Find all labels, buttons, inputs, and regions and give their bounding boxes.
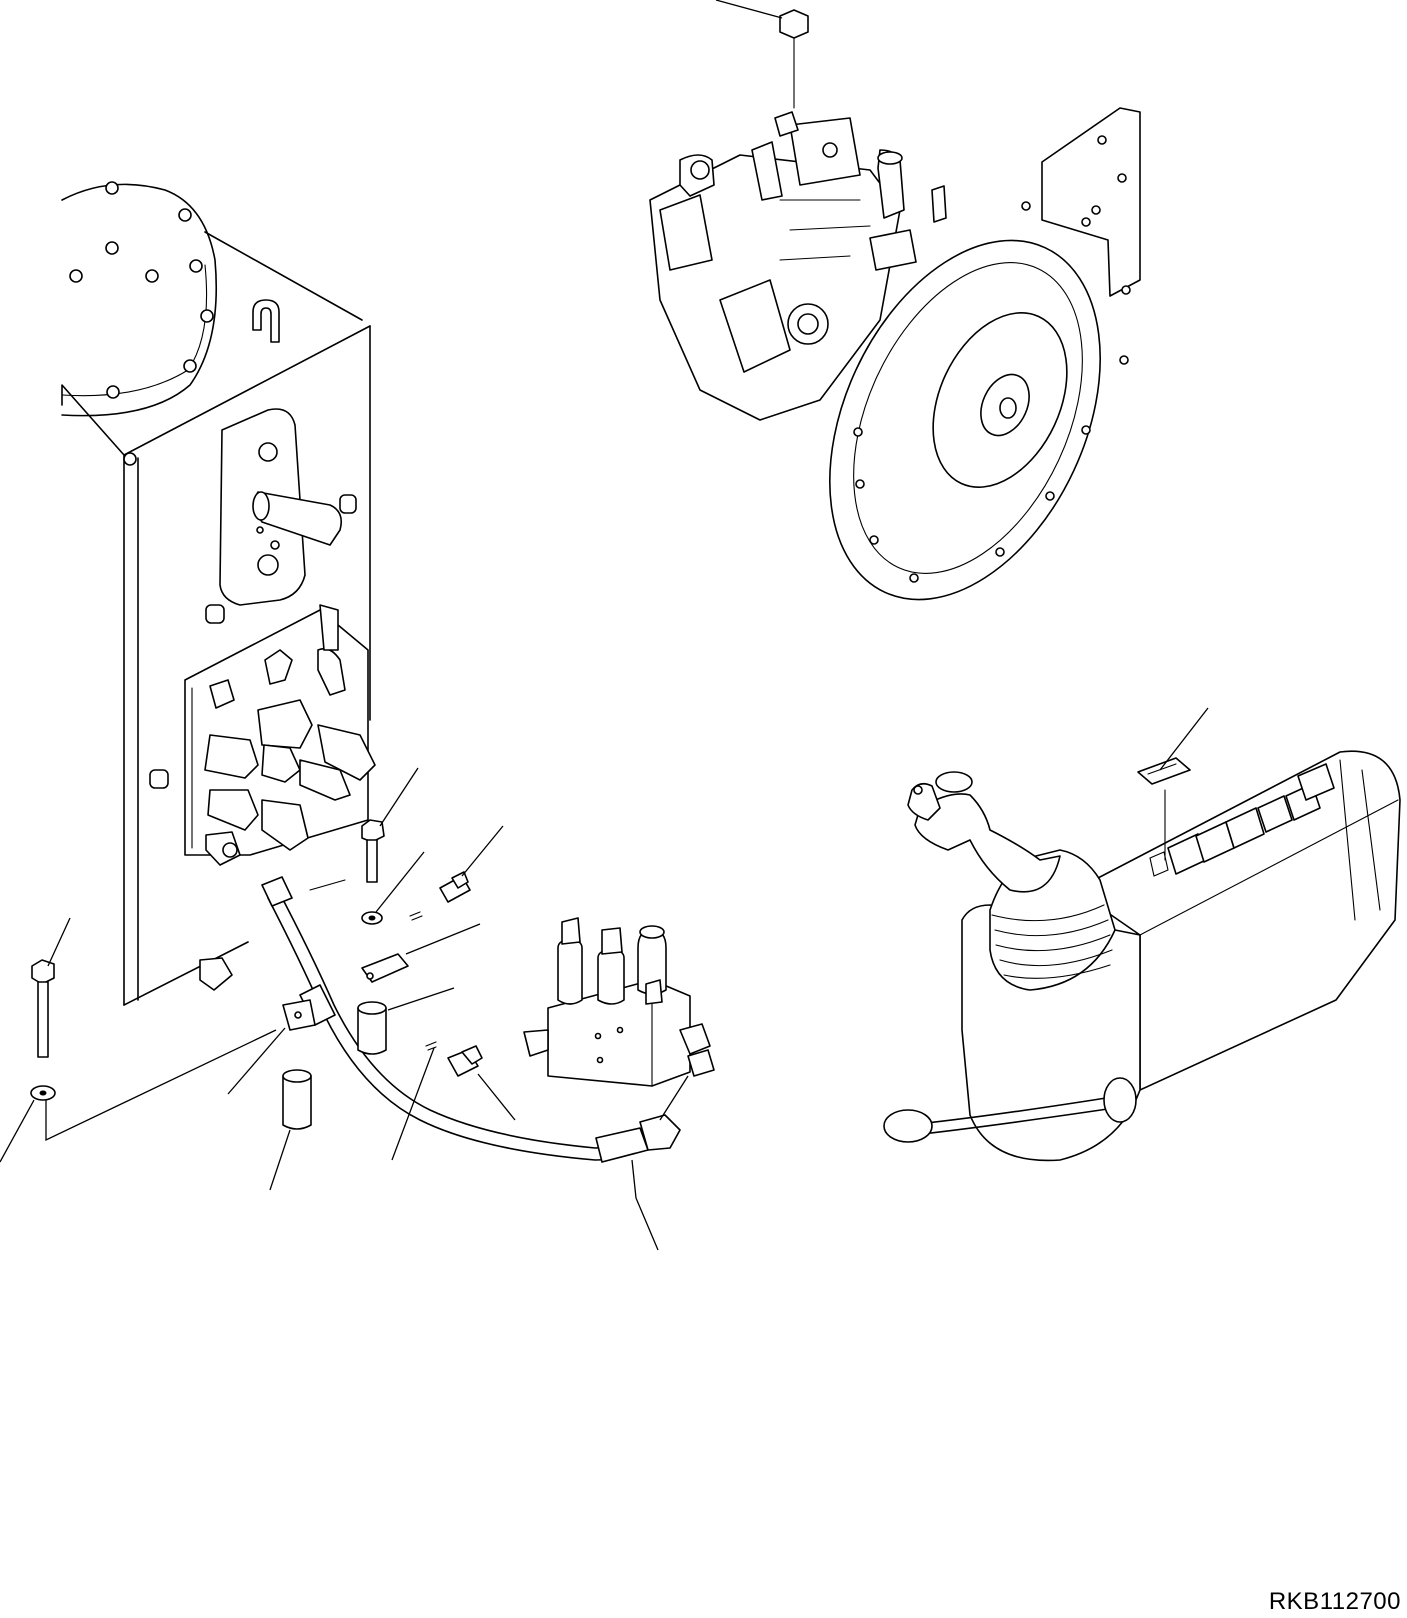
clamp-middle	[362, 954, 408, 982]
hydraulic-tank	[62, 182, 375, 1005]
hydraulic-pump-assembly	[650, 10, 1154, 643]
drawing-number: RKB112700	[1268, 1588, 1401, 1615]
bolt-left	[31, 960, 55, 1100]
tank-fittings	[205, 605, 375, 865]
switch-panel	[1150, 764, 1334, 876]
connectors	[410, 872, 482, 1076]
spacer-left	[283, 1070, 311, 1129]
clamp-left	[283, 1000, 315, 1030]
solenoid-valve	[524, 918, 714, 1086]
hydraulic-hose	[262, 877, 680, 1162]
bolt-middle	[362, 820, 384, 924]
joystick-console	[884, 751, 1400, 1160]
tank-cap-bolts	[70, 182, 213, 465]
spacer-middle	[358, 1002, 386, 1054]
housing-studs	[854, 202, 1130, 582]
leader-lines	[0, 0, 1208, 1250]
